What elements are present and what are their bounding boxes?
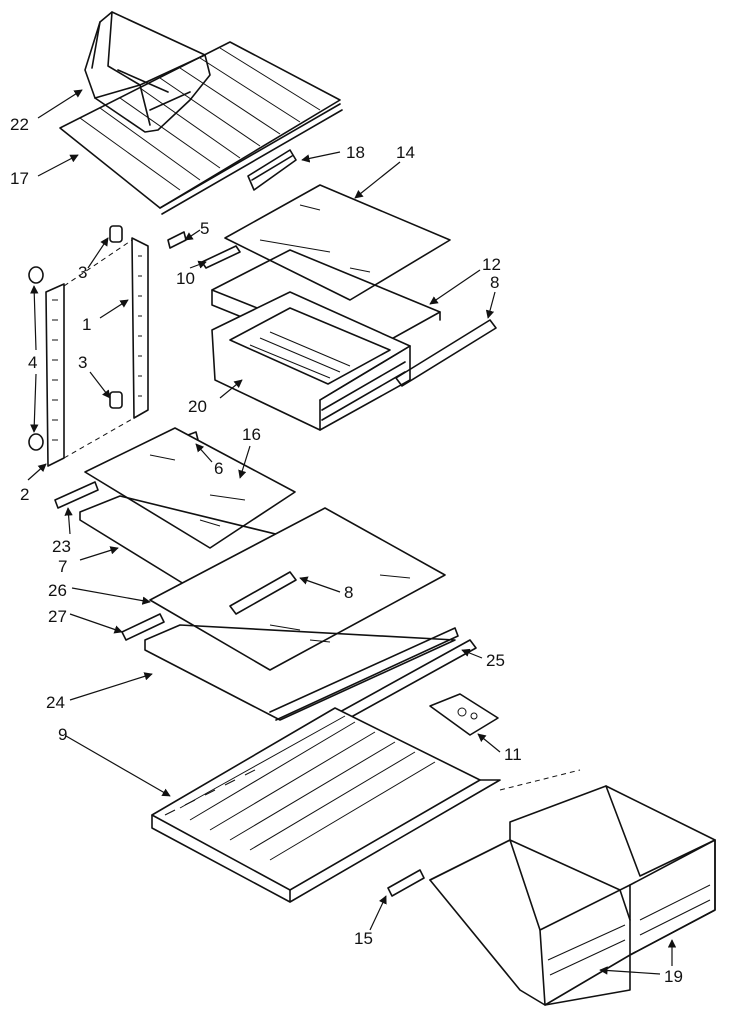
- alignment-lines-lower: [289, 769, 581, 903]
- part-2-shelf-ladder-left: [45, 283, 65, 467]
- part-10-slide: [201, 245, 241, 269]
- part-8-slide-upper: [395, 319, 497, 387]
- callout-8-upper: 8: [490, 273, 499, 292]
- part-9-crisper-shelf: [151, 707, 501, 903]
- part-23-slide: [54, 481, 99, 509]
- part-3-bracket-lower: [109, 391, 123, 409]
- callout-10: 10: [176, 269, 195, 288]
- callout-26: 26: [48, 581, 67, 600]
- callout-4: 4: [28, 353, 37, 372]
- callout-25: 25: [486, 651, 505, 670]
- callout-20: 20: [188, 397, 207, 416]
- part-11-cover-plate: [429, 693, 499, 736]
- callout-3-upper: 3: [78, 263, 87, 282]
- callout-18: 18: [346, 143, 365, 162]
- callout-27: 27: [48, 607, 67, 626]
- callout-leaders: [27, 89, 677, 975]
- part-16-glass-shelf: [84, 427, 296, 549]
- part-15-slide: [387, 869, 425, 897]
- part-8-slide-lower: [229, 571, 297, 615]
- callout-5: 5: [200, 219, 209, 238]
- part-24-shelf-frame: [144, 624, 459, 721]
- callout-9: 9: [58, 725, 67, 744]
- part-5-screw: [167, 231, 187, 249]
- callout-22: 22: [10, 115, 29, 134]
- callout-15: 15: [354, 929, 373, 948]
- callout-8-lower: 8: [344, 583, 353, 602]
- part-19-crisper-drawers: [429, 785, 716, 1006]
- part-22-door-bin: [84, 11, 211, 133]
- callout-6: 6: [214, 459, 223, 478]
- callout-17: 17: [10, 169, 29, 188]
- callout-23: 23: [52, 537, 71, 556]
- part-4-cap-upper: [28, 266, 44, 284]
- part-26-glass-shelf: [149, 507, 446, 671]
- callout-7: 7: [58, 557, 67, 576]
- callout-11: 11: [504, 745, 522, 764]
- part-18-shelf-clip: [247, 149, 297, 191]
- callout-16: 16: [242, 425, 261, 444]
- part-20-crisper-drawer: [211, 291, 411, 431]
- callout-14: 14: [396, 143, 415, 162]
- part-14-glass-shelf: [224, 184, 451, 301]
- callout-24: 24: [46, 693, 65, 712]
- part-17-wire-shelf: [59, 41, 343, 215]
- callout-3-lower: 3: [78, 353, 87, 372]
- callout-2: 2: [20, 485, 29, 504]
- callout-12: 12: [482, 255, 501, 274]
- part-4-cap-lower: [28, 433, 44, 451]
- part-27-slide: [121, 613, 165, 641]
- alignment-lines: [63, 239, 135, 459]
- part-3-bracket-upper: [109, 225, 123, 243]
- part-1-shelf-ladder-right: [131, 237, 149, 419]
- callout-1: 1: [82, 315, 91, 334]
- callout-19: 19: [664, 967, 683, 986]
